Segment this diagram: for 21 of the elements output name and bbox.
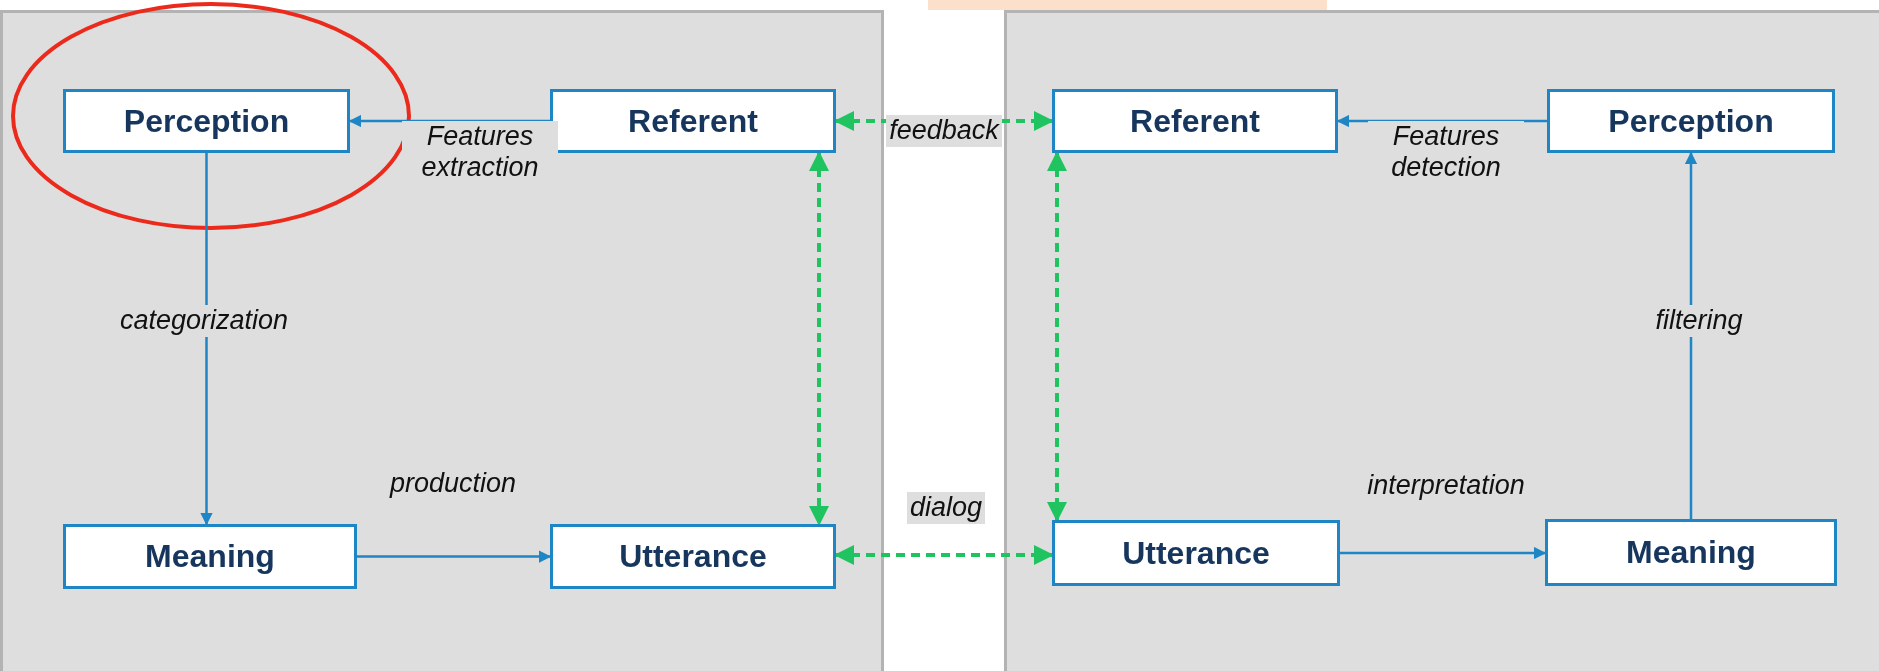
arrow <box>1340 546 1547 560</box>
edge-label: feedback <box>886 115 1002 147</box>
arrow <box>348 114 550 128</box>
panel <box>1004 10 1879 671</box>
arrow <box>357 550 552 563</box>
dashed-arrow <box>809 151 829 526</box>
concept-box: Utterance <box>550 524 836 589</box>
panel <box>0 10 884 671</box>
arrow <box>1684 151 1698 519</box>
arrow <box>200 153 213 526</box>
concept-box: Utterance <box>1052 520 1340 586</box>
edge-label: dialog <box>906 492 986 524</box>
concept-box: Referent <box>550 89 836 153</box>
concept-box: Referent <box>1052 89 1338 153</box>
concept-box: Perception <box>63 89 350 153</box>
dashed-arrow <box>1047 151 1067 522</box>
concept-box: Meaning <box>1545 519 1837 586</box>
dashed-arrow <box>834 545 1054 565</box>
arrow <box>1336 114 1547 128</box>
concept-box: Perception <box>1547 89 1835 153</box>
concept-box: Meaning <box>63 524 357 589</box>
